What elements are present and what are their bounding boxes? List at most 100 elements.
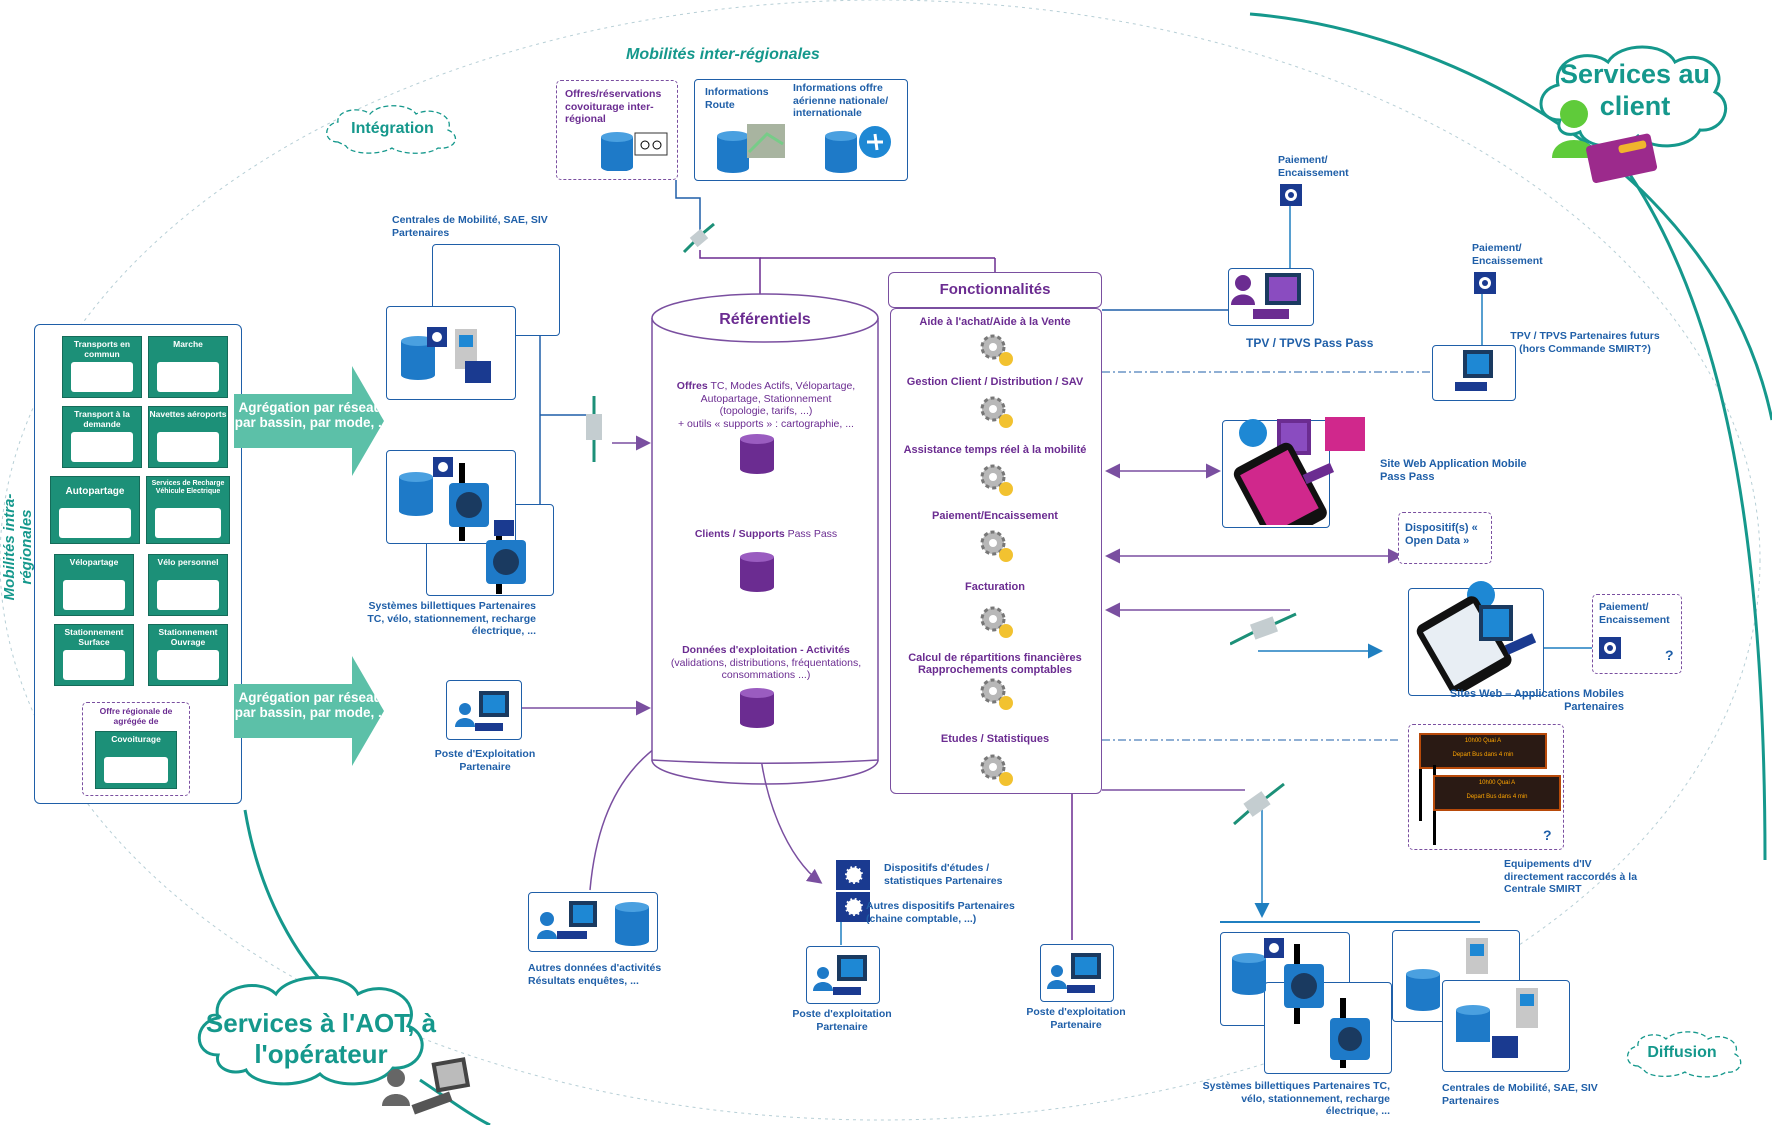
database-plane-icon [825, 126, 891, 173]
paiement-label-3: Paiement/ Encaissement [1599, 601, 1670, 626]
dispositifs-etudes-label: Dispositifs d'études / statistiques Part… [884, 862, 1003, 887]
autres-donnees-box [528, 892, 658, 952]
database-car-icon [601, 132, 668, 171]
poste-bottom-1-label: Poste d'exploitation Partenaire [792, 1008, 892, 1033]
workstation-icon [455, 691, 509, 731]
tile-velopartage: Vélopartage [54, 554, 134, 616]
paiement-label-2: Paiement/ Encaissement [1472, 242, 1543, 267]
validator-icon [399, 457, 489, 541]
billettique-diff-icon [1232, 938, 1370, 1068]
cloud-integration [326, 105, 457, 154]
tile-transport-demande: Transport à la demande [62, 406, 142, 468]
tile-marche: Marche [148, 336, 228, 398]
referentiels-title: Référentiels [719, 311, 811, 328]
database-offres-icon [740, 434, 774, 474]
tile-stationnement-ouvrage: Stationnement Ouvrage [148, 624, 228, 686]
plug-icon-right [1230, 612, 1297, 646]
intraregional-label: Mobilités intra-régionales [1, 493, 35, 601]
offres-rest: TC, Modes Actifs, Vélopartage, Autoparta… [700, 380, 856, 405]
info-route-label: Informations Route [705, 86, 769, 111]
site-web-label: Site Web Application Mobile Pass Pass [1380, 458, 1527, 483]
iv-panel-line2: Depart Bus dans 4 min [1466, 794, 1528, 800]
box-covoiturage-interregional: Offres/réservations covoiturage inter-ré… [556, 80, 678, 180]
donnees-bold: Données d'exploitation - Activités [682, 644, 850, 656]
tpv-partenaires-box [1432, 345, 1516, 401]
offres-line2: (topologie, tarifs, ...) [719, 405, 813, 417]
poste-exploitation-left-label: Poste d'Exploitation Partenaire [434, 748, 536, 773]
centrales-diff-label: Centrales de Mobilité, SAE, SIV Partenai… [1442, 1082, 1598, 1107]
tile-label: Stationnement Ouvrage [158, 627, 218, 647]
payment-terminal-icon [1280, 184, 1302, 206]
iv-panel-line1: 10h00 Quai A [1478, 780, 1516, 786]
donnees-rest: (validations, distributions, fréquentati… [670, 656, 862, 682]
plug-icon-top [682, 222, 715, 254]
partner-mobile-icon [1416, 581, 1537, 691]
aggregation-text-1: Agrégation par réseau, par bassin, par m… [234, 400, 390, 430]
poste-bottom-2-label: Poste d'exploitation Partenaire [1026, 1006, 1126, 1031]
integration-label: Intégration [351, 120, 434, 137]
tile-label: Transport à la demande [74, 409, 130, 429]
tile-label: Stationnement Surface [64, 627, 124, 647]
tile-label: Transports en commun [73, 339, 131, 359]
tile-recharge: Services de Recharge Véhicule Electrique [146, 476, 230, 544]
gear-icon [980, 754, 1013, 786]
func-aide-achat: Aide à l'achat/Aide à la Vente [919, 316, 1071, 328]
fonctionnalites-header: Fonctionnalités [888, 272, 1102, 308]
question-mark-1: ? [1665, 647, 1674, 663]
centrales-label: Centrales de Mobilité, SAE, SIV Partenai… [392, 214, 548, 239]
tile-autopartage: Autopartage [50, 476, 140, 544]
tile-covoiturage: Covoiturage [95, 731, 177, 789]
database-donnees-icon [740, 688, 774, 728]
aggregation-arrow-2 [234, 656, 384, 766]
tile-label: Vélo personnel [157, 557, 219, 567]
workstation-icon [813, 955, 867, 995]
func-etudes: Etudes / Statistiques [940, 733, 1050, 745]
tile-transports-commun: Transports en commun [62, 336, 142, 398]
tile-velo-personnel: Vélo personnel [148, 554, 228, 616]
tpv-workstation-icon [1231, 273, 1301, 319]
centrales-box-front [386, 306, 516, 400]
plug-icon-left [586, 396, 602, 462]
interregional-label: Mobilités inter-régionales [626, 46, 820, 63]
iv-panel-2: 10h00 Quai A Depart Bus dans 4 min [1433, 775, 1561, 811]
poste-exploitation-left [446, 680, 522, 740]
tpv-pass-box [1228, 268, 1314, 326]
tile-label: Marche [173, 339, 203, 349]
iv-panel-line2: Depart Bus dans 4 min [1452, 752, 1514, 758]
open-data-label: Dispositif(s) « Open Data » [1405, 522, 1478, 547]
func-facturation: Facturation [965, 581, 1025, 593]
etudes-gear-icons [836, 860, 870, 922]
site-web-pass-box [1222, 417, 1365, 528]
tile-navettes: Navettes aéroports [148, 406, 228, 468]
gear-icon [980, 678, 1013, 710]
tile-stationnement-surface: Stationnement Surface [54, 624, 134, 686]
tpv-partenaires-label: TPV / TPVS Partenaires futurs (hors Comm… [1510, 330, 1660, 355]
gear-icon [980, 530, 1013, 562]
autres-donnees-icon [537, 901, 649, 946]
aggregation-arrow-1 [234, 366, 384, 476]
gear-icon [980, 606, 1013, 638]
poste-bottom-1 [806, 946, 880, 1004]
aggregation-text-2: Agrégation par réseau, par bassin, par m… [234, 690, 390, 720]
open-data-box: Dispositif(s) « Open Data » [1398, 512, 1492, 564]
poste-bottom-2 [1040, 944, 1114, 1002]
box-info-route-aerienne: Informations Route Informations offre aé… [694, 79, 908, 181]
func-paiement: Paiement/Encaissement [932, 510, 1058, 522]
cloud-client-title: Services au client [1559, 59, 1711, 121]
paiement-label-1: Paiement/ Encaissement [1278, 154, 1349, 179]
plug-icon-diffusion [1233, 782, 1285, 826]
sites-partenaires-box [1408, 581, 1544, 696]
database-clients-icon [740, 552, 774, 592]
iv-equipment-label: Equipements d'IV directement raccordés à… [1504, 858, 1638, 895]
tpv-partenaires-icon [1455, 350, 1493, 391]
referentiels-donnees: Données d'exploitation - Activités(valid… [660, 644, 872, 682]
box-offre-regionale: Offre régionale de agrégée de Covoiturag… [82, 702, 190, 796]
clients-bold: Clients / Supports [694, 528, 785, 540]
billettique-label: Systèmes billettiques Partenaires TC, vé… [367, 600, 536, 637]
covoiturage-interregional-label: Offres/réservations covoiturage inter-ré… [565, 88, 662, 125]
tile-label: Autopartage [65, 486, 125, 497]
referentiels-offres: Offres TC, Modes Actifs, Vélopartage, Au… [660, 380, 872, 430]
cloud-services-aot [197, 976, 424, 1086]
func-repartitions: Calcul de répartitions financières Rappr… [908, 652, 1082, 676]
